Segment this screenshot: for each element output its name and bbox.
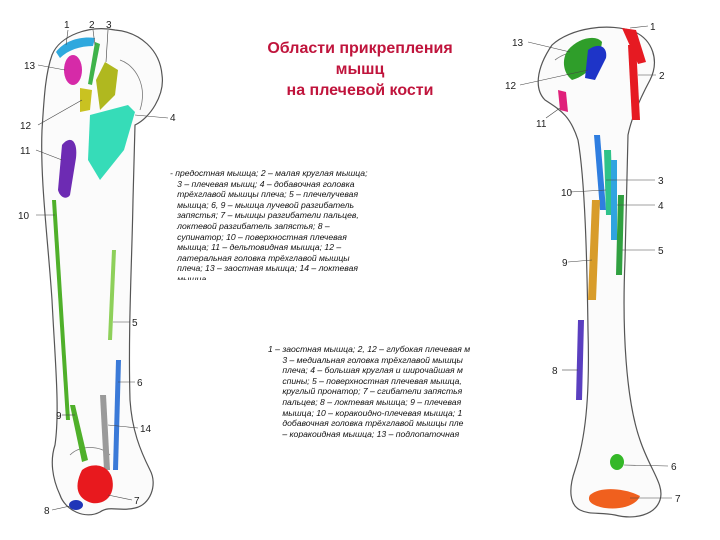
legend-right: 1 – заостная мышца; 2, 12 – глубокая пле…: [268, 344, 508, 438]
title-line-1: Области прикрепления: [230, 38, 490, 59]
title-line-2: мышц: [230, 59, 490, 80]
left-area-8: [69, 500, 83, 510]
left-label-13: 13: [24, 61, 36, 72]
right-label-9: 9: [562, 258, 568, 269]
right-label-3: 3: [658, 176, 664, 187]
title-line-3: на плечевой кости: [230, 80, 490, 101]
left-label-1: 1: [64, 20, 70, 31]
right-label-13: 13: [512, 38, 524, 49]
left-area-7: [77, 465, 112, 503]
right-label-7: 7: [675, 494, 681, 505]
left-area-13: [64, 55, 82, 85]
left-bone: 1 2 3 13 4 12 11 10 5 6 9 14 7 8: [18, 20, 176, 517]
left-label-2: 2: [89, 20, 95, 31]
left-label-10: 10: [18, 211, 30, 222]
left-label-5: 5: [132, 318, 138, 329]
right-label-11: 11: [536, 119, 547, 130]
right-bone-outline: [538, 27, 661, 517]
page-title: Области прикрепления мышц на плечевой ко…: [230, 38, 490, 101]
left-label-7: 7: [134, 496, 140, 507]
left-label-9: 9: [56, 411, 62, 422]
right-label-1: 1: [650, 22, 656, 33]
left-label-11: 11: [20, 146, 31, 157]
left-label-3: 3: [106, 20, 112, 31]
right-label-10: 10: [561, 188, 573, 199]
right-label-4: 4: [658, 201, 664, 212]
right-label-5: 5: [658, 246, 664, 257]
legend-left: - предостная мышца; 2 – малая круглая мы…: [170, 168, 410, 280]
right-area-4: [611, 160, 617, 240]
right-label-2: 2: [659, 71, 665, 82]
left-label-14: 14: [140, 424, 152, 435]
left-label-6: 6: [137, 378, 143, 389]
right-area-8: [576, 320, 584, 400]
right-label-8: 8: [552, 366, 558, 377]
right-bone: 1 13 2 12 11 3 10 4 5 9 8 6 7: [505, 22, 681, 517]
left-label-12: 12: [20, 121, 32, 132]
right-label-12: 12: [505, 81, 517, 92]
left-label-8: 8: [44, 506, 50, 517]
left-label-4: 4: [170, 113, 176, 124]
right-area-6: [610, 454, 624, 470]
right-label-6: 6: [671, 462, 677, 473]
